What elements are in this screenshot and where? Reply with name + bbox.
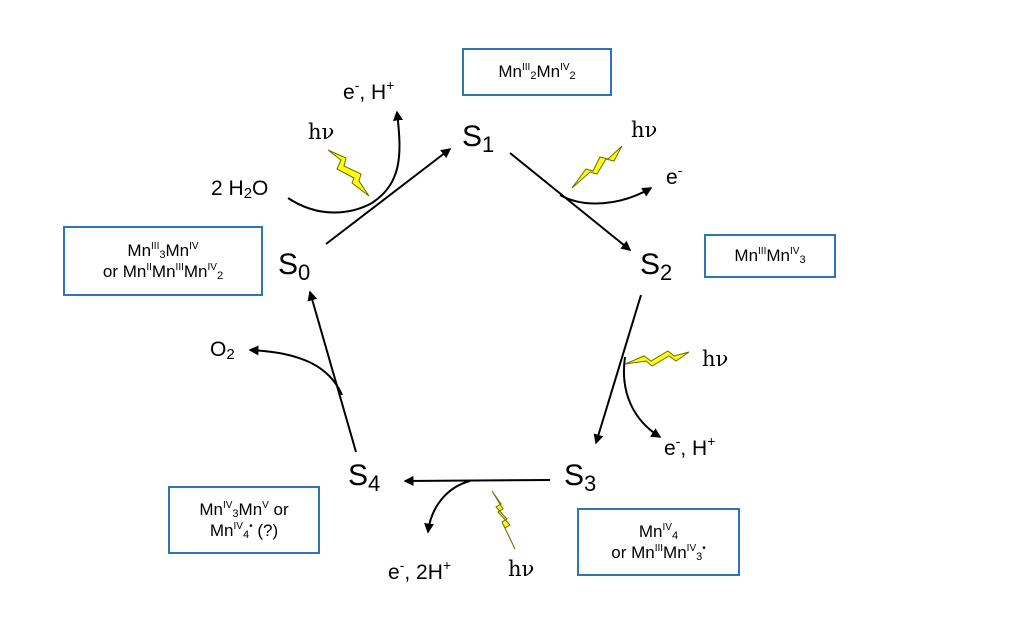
oxidation-box-s2: MnIIIMnIV3 <box>704 234 836 278</box>
lightning-icon <box>624 350 690 367</box>
light-label-s2-s3: hν <box>702 347 729 371</box>
oxidation-state-run: IV <box>790 246 800 258</box>
oxidation-state-run: Mn <box>165 240 190 260</box>
oxidation-state-run: 4 <box>242 529 250 541</box>
arrow-s3-to-s4 <box>403 475 551 486</box>
s1-s2-products-label: e- <box>666 162 683 189</box>
light-label-s0-s1: hν <box>308 120 335 144</box>
oxidation-state-run: 2 <box>530 70 537 83</box>
s2-s3-products-label: e-, H+ <box>664 433 716 460</box>
state-s1: S1 <box>462 120 495 157</box>
s3-s4-release-arrow <box>424 480 471 534</box>
oxidation-state-run: IV <box>189 240 199 252</box>
oxidation-state-run: 2 <box>216 270 224 282</box>
oxidation-state-run: Mn <box>238 499 263 519</box>
oxidation-box-s0: MnIII3MnIV or MnIIMnIIIMnIV2 <box>63 226 263 296</box>
oxidation-state-run: III <box>654 543 664 554</box>
state-s0: S0 <box>278 248 311 285</box>
s0-s1-products-label: e-, H+ <box>343 77 395 104</box>
s2-s3-release-arrow <box>623 356 662 438</box>
oxidation-state-line: or MnIIMnIIIMnIV2 <box>103 261 223 282</box>
lightning-icon <box>491 490 516 550</box>
oxidation-state-run: Mn <box>663 543 687 562</box>
oxidation-state-run: III <box>175 262 184 273</box>
arrow-s2-to-s3 <box>593 294 642 445</box>
oxidation-state-run: (?) <box>252 521 279 540</box>
oxidation-state-run: • <box>702 543 706 554</box>
oxidation-state-run: or <box>268 499 289 519</box>
oxidation-state-line: MnIII3MnIV <box>127 240 198 261</box>
oxidation-state-line: MnIV4 <box>639 521 678 542</box>
state-s2: S2 <box>640 248 673 285</box>
oxygen-release-arrow <box>248 345 343 396</box>
oxidation-state-run: Mn <box>127 240 152 260</box>
state-s4: S4 <box>348 459 381 496</box>
lightning-icon <box>571 145 623 189</box>
oxidation-state-run: Mn <box>183 262 208 281</box>
oxidation-state-run: IV <box>560 62 570 74</box>
oxidation-state-run: or Mn <box>102 262 147 281</box>
arrow-s1-to-s2 <box>509 152 632 251</box>
oxidation-box-s3: MnIV4 or MnIIIMnIV3• <box>577 508 740 576</box>
arrow-s0-to-s1 <box>325 148 452 245</box>
oxidation-state-run: II <box>146 262 152 273</box>
oxidation-state-run: Mn <box>536 62 561 82</box>
oxidation-state-run: III <box>521 62 531 74</box>
oxidation-state-run: Mn <box>199 499 223 519</box>
oxidation-state-run: V <box>262 499 269 511</box>
oxidation-state-line: MnIV4• (?) <box>210 520 278 541</box>
oxidation-state-run: 3 <box>799 254 806 267</box>
oxidation-state-run: III <box>758 246 767 258</box>
oxidation-state-run: • <box>249 521 253 532</box>
s1-s2-release-arrow <box>559 187 653 205</box>
light-label-s3-s4: hν <box>508 557 535 581</box>
oxidation-state-run: III <box>151 240 160 252</box>
oxidation-state-run: Mn <box>151 262 176 281</box>
oxidation-state-line: or MnIIIMnIV3• <box>611 542 706 563</box>
oxidation-state-run: Mn <box>209 521 234 540</box>
oxidation-state-run: or Mn <box>611 543 655 562</box>
oxidation-state-line: MnIII2MnIV2 <box>498 61 575 82</box>
s3-s4-products-label: e-, 2H+ <box>388 557 452 584</box>
oxidation-state-run: 4 <box>671 529 679 542</box>
oxidation-state-run: IV <box>686 543 697 554</box>
arrow-s4-to-s0 <box>307 290 357 453</box>
oxidation-state-run: IV <box>222 499 233 511</box>
oxidation-state-line: MnIIIMnIV3 <box>734 245 805 266</box>
light-label-s1-s2: hν <box>631 118 658 142</box>
oxidation-state-run: IV <box>207 262 217 273</box>
oxidation-box-s1: MnIII2MnIV2 <box>462 48 612 96</box>
lightning-icon <box>327 149 370 197</box>
oxidation-state-run: Mn <box>498 62 522 82</box>
oxidation-state-line: MnIV3MnV or <box>199 499 288 520</box>
oxidation-box-s4: MnIV3MnV or MnIV4• (?) <box>168 486 320 554</box>
s0-s1-release-arrow <box>371 110 403 204</box>
state-s3: S3 <box>564 459 597 496</box>
oxidation-state-run: 2 <box>569 70 576 83</box>
oxidation-state-run: 3 <box>232 507 239 520</box>
oxidation-state-run: Mn <box>734 246 759 266</box>
oxidation-state-run: IV <box>662 521 672 533</box>
oxidation-state-run: 3 <box>696 551 703 563</box>
oxygen-label: O2 <box>210 338 235 363</box>
oxidation-state-run: Mn <box>766 246 790 266</box>
water-input-curve <box>287 197 373 214</box>
oxidation-state-run: Mn <box>638 521 663 541</box>
oxidation-state-run: IV <box>233 521 243 532</box>
water-label: 2 H2O <box>211 177 269 202</box>
oxidation-state-run: 3 <box>159 248 166 261</box>
